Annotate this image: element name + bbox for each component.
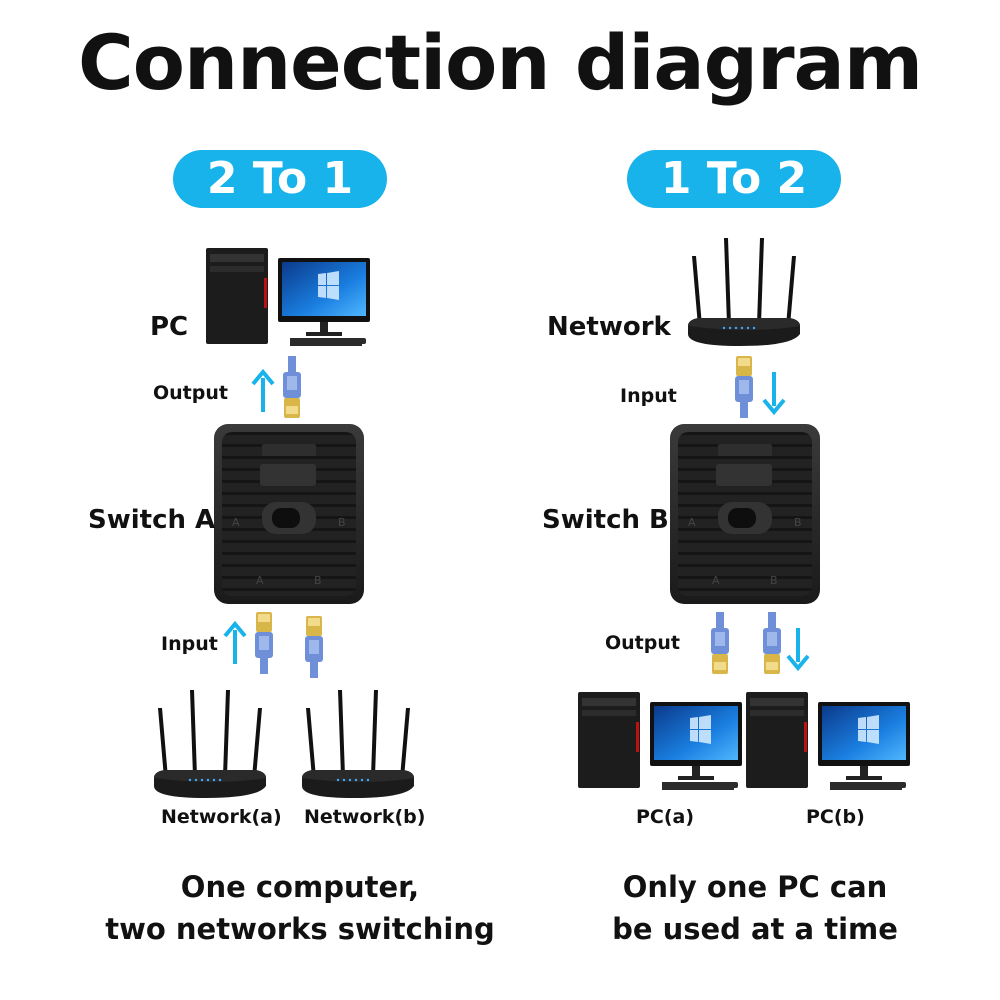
output-arrow-up-icon: [251, 368, 275, 412]
right-caption-line-2: be used at a time: [612, 912, 898, 946]
input-arrow-up-icon: [223, 620, 247, 664]
left-caption-line-1: One computer,: [180, 870, 420, 904]
switch-b-label: Switch B: [542, 505, 669, 535]
ethernet-plug-icon: [255, 612, 273, 674]
input-arrow-down-icon: [762, 372, 786, 416]
switch-b-icon: [670, 424, 820, 604]
output-label: Output: [605, 632, 680, 654]
left-caption: One computer, two networks switching: [80, 866, 520, 950]
ethernet-plug-icon: [711, 612, 729, 674]
ethernet-plug-icon: [735, 356, 753, 418]
router-icon: [688, 238, 800, 346]
right-caption-line-1: Only one PC can: [622, 870, 888, 904]
pc-a-label: PC(a): [636, 806, 695, 828]
left-caption-line-2: two networks switching: [105, 912, 495, 946]
input-label: Input: [620, 385, 677, 407]
ethernet-plug-icon: [305, 616, 323, 678]
network-a-label: Network(a): [161, 806, 282, 828]
pc-label: PC: [150, 312, 189, 342]
switch-a-label: Switch A: [88, 505, 216, 535]
output-label: Output: [153, 382, 228, 404]
page-title: Connection diagram: [77, 18, 923, 107]
output-arrow-down-icon: [786, 628, 810, 672]
ethernet-plug-icon: [763, 612, 781, 674]
pc-icon: [746, 692, 910, 790]
pc-b-label: PC(b): [806, 806, 865, 828]
ethernet-plug-icon: [283, 356, 301, 418]
switch-a-icon: [214, 424, 364, 604]
pc-icon: [578, 692, 742, 790]
pc-icon: [206, 248, 370, 346]
router-icon: [302, 690, 414, 798]
router-icon: [154, 690, 266, 798]
right-caption: Only one PC can be used at a time: [535, 866, 975, 950]
mode-badge-2to1: 2 To 1: [173, 150, 387, 208]
network-label: Network: [547, 312, 671, 342]
network-b-label: Network(b): [304, 806, 426, 828]
mode-badge-1to2: 1 To 2: [627, 150, 841, 208]
input-label: Input: [161, 633, 218, 655]
